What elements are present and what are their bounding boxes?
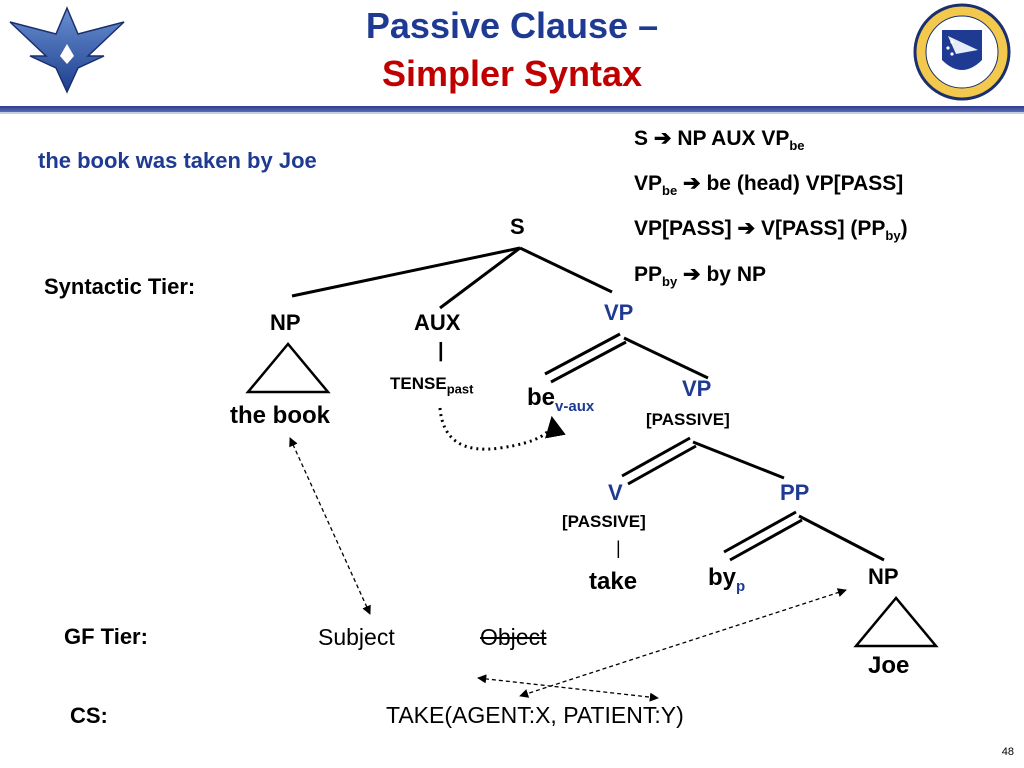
branch-s-aux — [439, 246, 521, 310]
node-np2: NP — [868, 564, 899, 589]
np2-triangle — [853, 596, 939, 648]
np2-text-joe: Joe — [868, 652, 910, 679]
branch-pp-np — [798, 514, 885, 562]
vp-passive-feature: [PASSIVE] — [646, 410, 730, 429]
node-tense: TENSEpast — [390, 374, 474, 397]
arrow-icon: ➔ — [683, 262, 701, 286]
aux-bar: | — [438, 340, 444, 362]
arrow-icon: ➔ — [683, 172, 701, 196]
slide-title-line1: Passive Clause – — [365, 5, 659, 46]
branch-pp-by-2 — [729, 518, 803, 562]
link-thebook-subject — [289, 437, 371, 615]
v-feature: [PASSIVE] — [562, 512, 646, 531]
node-take: take — [589, 568, 638, 595]
afrl-seal-logo — [912, 2, 1012, 102]
branch-s-np — [291, 246, 521, 298]
grammar-rule: S ➔ NP AUX VPbe — [634, 127, 805, 154]
node-vp-passive: VP — [682, 376, 712, 401]
np-triangle — [245, 342, 331, 394]
branch-vpp-pp — [692, 440, 785, 480]
grammar-rule: VP[PASS] ➔ V[PASS] (PPby) — [634, 217, 908, 244]
cs-tier-label: CS: — [70, 703, 108, 728]
np-text-the-book: the book — [230, 402, 330, 429]
branch-s-vp — [519, 246, 613, 294]
air-force-wings-logo — [8, 4, 126, 96]
arrow-icon: ➔ — [653, 127, 672, 150]
branch-vpp-v-1 — [621, 436, 691, 478]
node-v: V — [608, 480, 623, 505]
branch-vp-be-2 — [550, 340, 627, 384]
slide-title-line2: Simpler Syntax — [381, 53, 643, 94]
grammar-rule: VPbe ➔ be (head) VP[PASS] — [634, 172, 904, 199]
link-np-agent — [519, 588, 847, 698]
header-divider-shadow — [0, 112, 1024, 114]
v-bar: | — [616, 538, 621, 558]
gf-object: Object — [480, 624, 547, 650]
node-pp: PP — [780, 480, 810, 505]
node-np: NP — [270, 310, 301, 335]
page-number: 48 — [1001, 746, 1014, 758]
header-divider — [0, 106, 1024, 112]
node-be: bev-aux — [527, 384, 595, 415]
node-by: byp — [708, 564, 746, 595]
branch-vp-be-1 — [544, 332, 621, 376]
gf-subject: Subject — [318, 624, 395, 650]
node-vp-top: VP — [604, 300, 634, 325]
gf-tier-label: GF Tier: — [64, 624, 148, 649]
arrow-icon: ➔ — [737, 217, 756, 241]
syntactic-tier-label: Syntactic Tier: — [44, 274, 196, 299]
node-s: S — [510, 214, 525, 239]
cs-formula: TAKE(AGENT:X, PATIENT:Y) — [386, 702, 684, 728]
link-object-patient — [477, 674, 659, 702]
grammar-rules: S ➔ NP AUX VPbe VPbe ➔ be (head) VP[PASS… — [634, 120, 908, 301]
branch-vp-vp — [623, 336, 709, 380]
node-aux: AUX — [414, 310, 461, 335]
branch-vpp-v-2 — [627, 444, 697, 486]
example-sentence: the book was taken by Joe — [38, 148, 317, 173]
branch-pp-by-1 — [723, 510, 797, 554]
grammar-rule: PPby ➔ by NP — [634, 262, 766, 289]
